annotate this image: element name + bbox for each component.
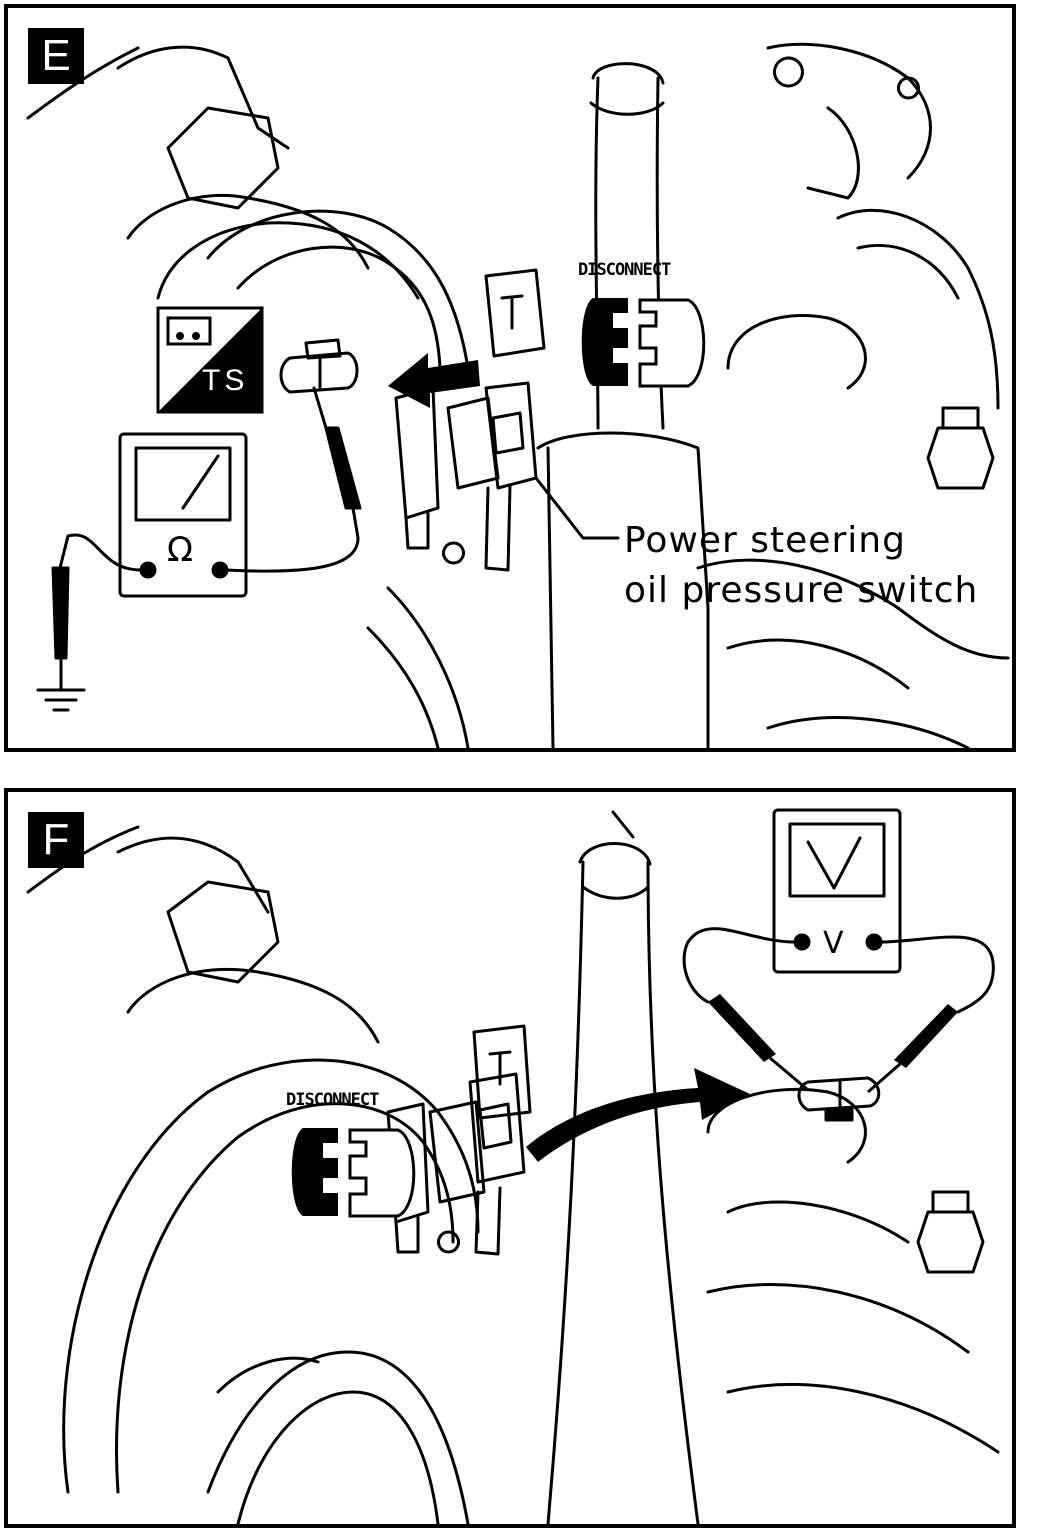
ts-tool-badge bbox=[156, 306, 264, 414]
engine-illustration-f bbox=[26, 808, 1000, 1524]
panel-label-e: E bbox=[28, 28, 84, 84]
disconnect-label-e: DISCONNECT bbox=[578, 260, 671, 280]
switch-callout: Power steering oil pressure switch bbox=[624, 516, 978, 616]
panel-f: F DISCONNECT V bbox=[4, 788, 1016, 1528]
voltmeter-symbol: V bbox=[823, 926, 844, 961]
panel-label-f: F bbox=[28, 812, 84, 868]
callout-line-2: oil pressure switch bbox=[624, 570, 979, 611]
disconnect-symbol-f bbox=[291, 1128, 416, 1218]
callout-line-1: Power steering bbox=[624, 520, 906, 561]
panel-e: E DISCONNECT TS Ω Power steering oil pre… bbox=[4, 4, 1016, 752]
disconnect-symbol-e bbox=[581, 298, 706, 388]
disconnect-label-f: DISCONNECT bbox=[286, 1090, 379, 1110]
ts-badge-text: TS bbox=[202, 364, 249, 397]
engine-illustration-e bbox=[26, 42, 1010, 748]
ohmmeter-symbol: Ω bbox=[167, 530, 193, 570]
